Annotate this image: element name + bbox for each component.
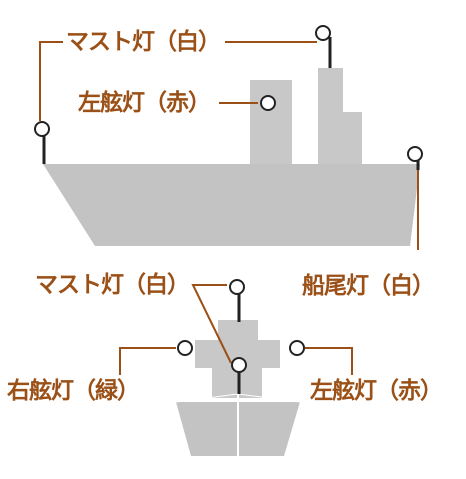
side-view-port-light bbox=[260, 95, 276, 111]
label-top-stern: 船尾灯（白） bbox=[302, 273, 435, 299]
side-view-main-masthead-light bbox=[315, 25, 331, 41]
side-view-rear-cabin bbox=[318, 112, 362, 164]
label-top-port: 左舷灯（赤） bbox=[78, 90, 211, 116]
side-view-hull bbox=[43, 164, 420, 246]
label-bottom-masthead: マスト灯（白） bbox=[35, 272, 190, 298]
front-view-hull-right-edge bbox=[237, 393, 301, 403]
front-view-center-masthead-light bbox=[231, 357, 247, 373]
front-view-starboard-light bbox=[177, 340, 193, 356]
leader-bottom-starboard bbox=[119, 347, 176, 375]
leader-bottom-masthead bbox=[191, 284, 232, 364]
side-view-stern-light bbox=[407, 146, 423, 162]
side-view-bridge bbox=[250, 80, 292, 164]
front-view-top-block bbox=[218, 320, 258, 340]
label-bottom-starboard: 右舷灯（緑） bbox=[7, 378, 140, 404]
leader-top-masthead-left bbox=[39, 41, 63, 121]
label-top-masthead: マスト灯（白） bbox=[66, 29, 221, 55]
leader-bottom-port bbox=[305, 347, 353, 375]
front-view-low-block bbox=[212, 368, 262, 398]
side-view-bow-masthead-light bbox=[34, 121, 50, 137]
front-view-top-masthead-light bbox=[229, 279, 245, 295]
label-bottom-port: 左舷灯（赤） bbox=[310, 378, 443, 404]
front-view-port-light bbox=[289, 340, 305, 356]
front-view-hull-left-edge bbox=[175, 393, 239, 403]
